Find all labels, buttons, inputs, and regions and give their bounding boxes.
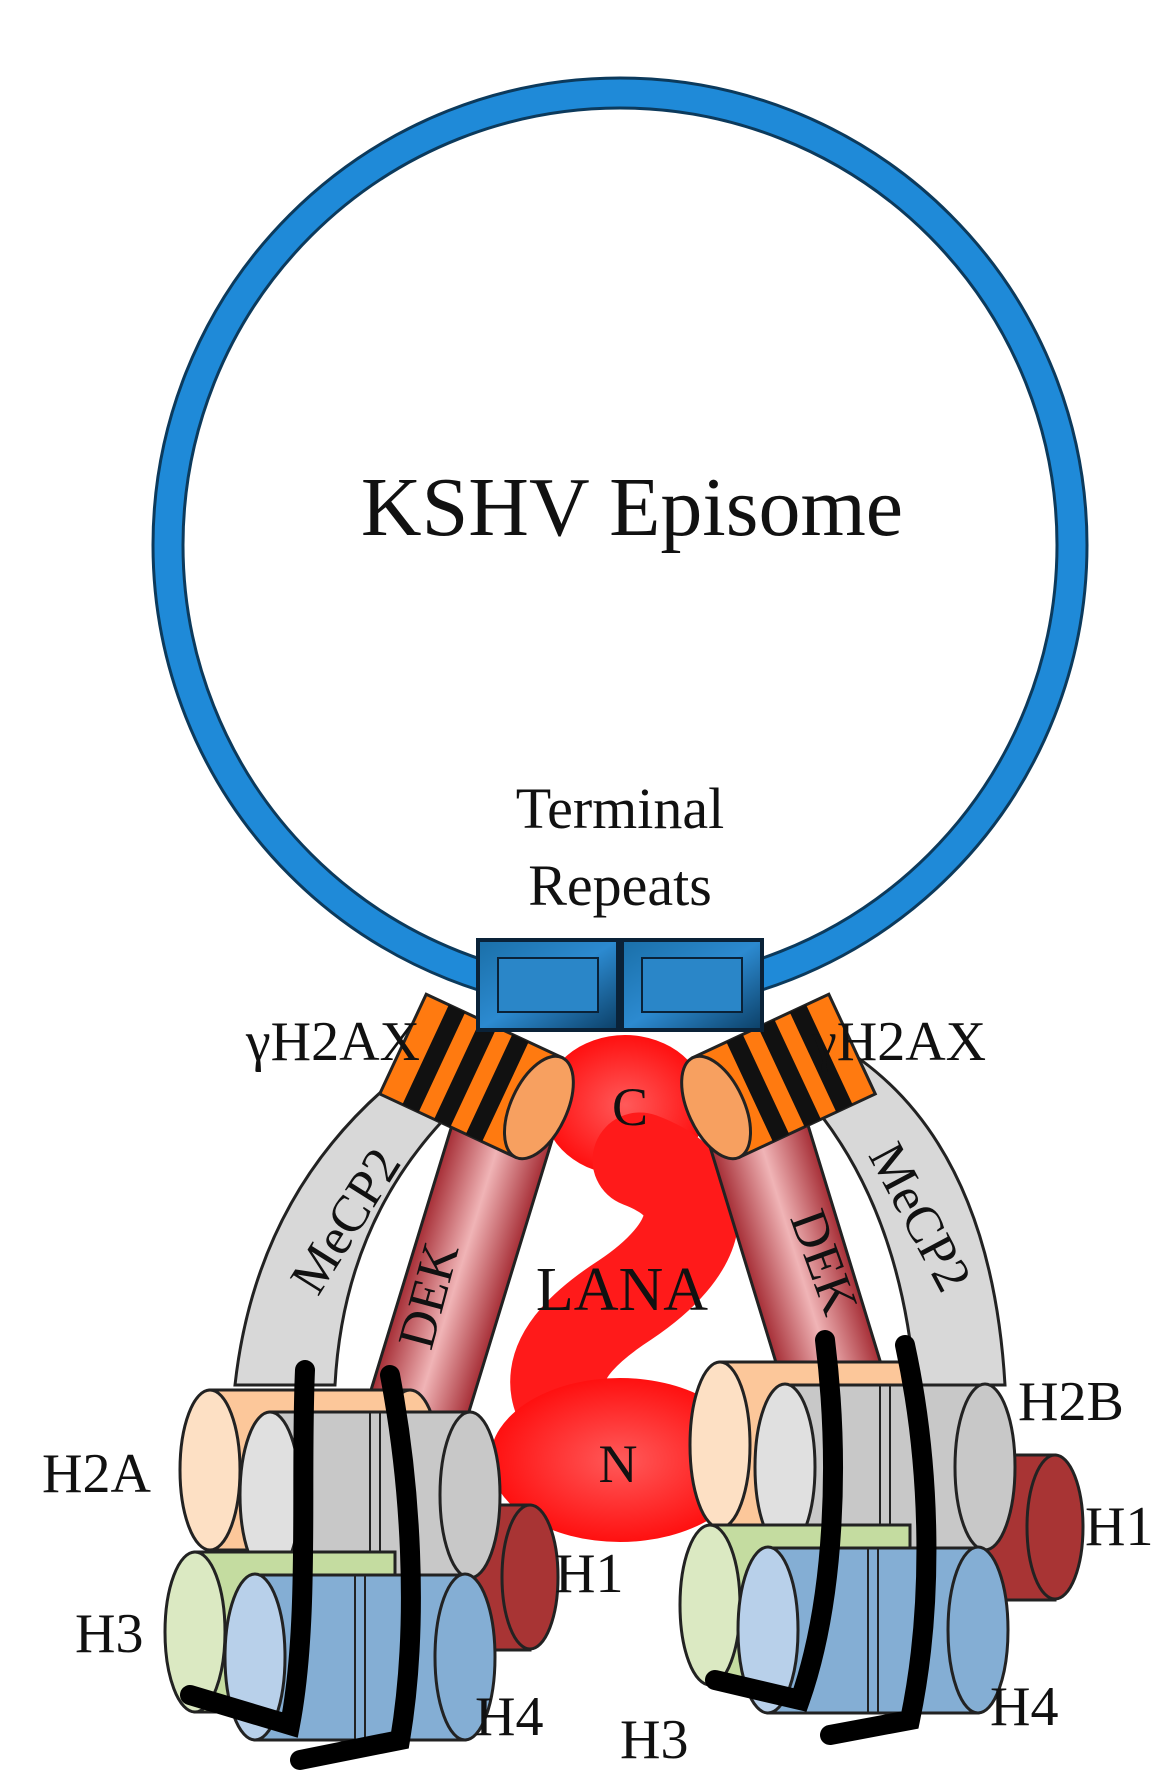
terminal-repeat-box-left	[476, 938, 620, 1032]
gh2ax-left-label: γH2AX	[245, 1011, 420, 1073]
lana-n-terminus-label: N	[599, 1434, 638, 1494]
lana-label: LANA	[536, 1256, 708, 1324]
lana-c-terminus-label: C	[612, 1077, 648, 1137]
histone-h3-right-label: H3	[620, 1709, 688, 1771]
gh2ax-left	[377, 992, 575, 1161]
histone-h1-right-label: H1	[1085, 1496, 1153, 1558]
terminal-repeats-label-line1: Terminal	[516, 776, 725, 841]
gh2ax-right-label: γH2AX	[811, 1011, 986, 1073]
terminal-repeats-label-line2: Repeats	[528, 853, 712, 918]
nucleosome-right	[678, 1330, 1085, 1745]
episome-label: KSHV Episome	[361, 461, 903, 554]
terminal-repeat-box-right	[620, 938, 764, 1032]
histone-h2b-right-label: H2B	[1018, 1371, 1124, 1433]
gh2ax-right	[680, 992, 878, 1161]
dna-strand-right-1	[705, 1330, 843, 1712]
histone-h4-right-label: H4	[990, 1676, 1058, 1738]
dna-strand-left-1	[180, 1360, 315, 1738]
dna-strand-right-2	[820, 1335, 937, 1745]
histone-h4-left-label: H4	[475, 1686, 543, 1748]
histone-h1-left-label: H1	[555, 1543, 623, 1605]
nucleosome-left	[163, 1360, 560, 1770]
mecp2-right-band	[798, 1037, 1007, 1387]
dna-strand-left-2	[290, 1365, 421, 1770]
histone-h2a-left-label: H2A	[42, 1443, 151, 1505]
histone-h3-left-label: H3	[75, 1603, 143, 1665]
lana-protein	[490, 1035, 750, 1542]
